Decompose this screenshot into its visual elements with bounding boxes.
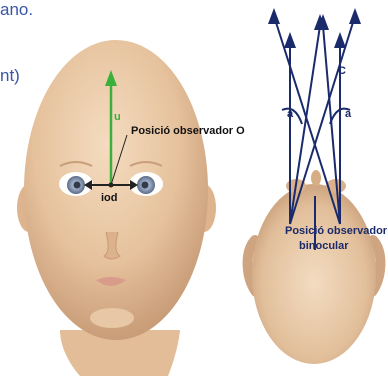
binocular-observer-label-line1: Posició observador: [285, 225, 388, 237]
convergence-label: C: [338, 65, 346, 77]
top-nose: [311, 170, 321, 186]
binocular-observer-label-line2: binocular: [299, 240, 349, 252]
right-pupil: [142, 182, 149, 189]
left-angle-label: a: [287, 108, 294, 120]
front-head: [17, 40, 216, 376]
observer-o-label: Posició observador O: [131, 125, 245, 137]
chin: [90, 308, 134, 328]
iod-label: iod: [101, 192, 118, 204]
arrowhead-icon: [268, 8, 280, 24]
arrowhead-icon: [284, 32, 296, 48]
arrowhead-icon: [349, 8, 361, 24]
arrowhead-icon: [334, 32, 346, 48]
u-axis-label: u: [114, 111, 121, 123]
left-pupil: [74, 182, 81, 189]
right-angle-label: a: [345, 108, 352, 120]
